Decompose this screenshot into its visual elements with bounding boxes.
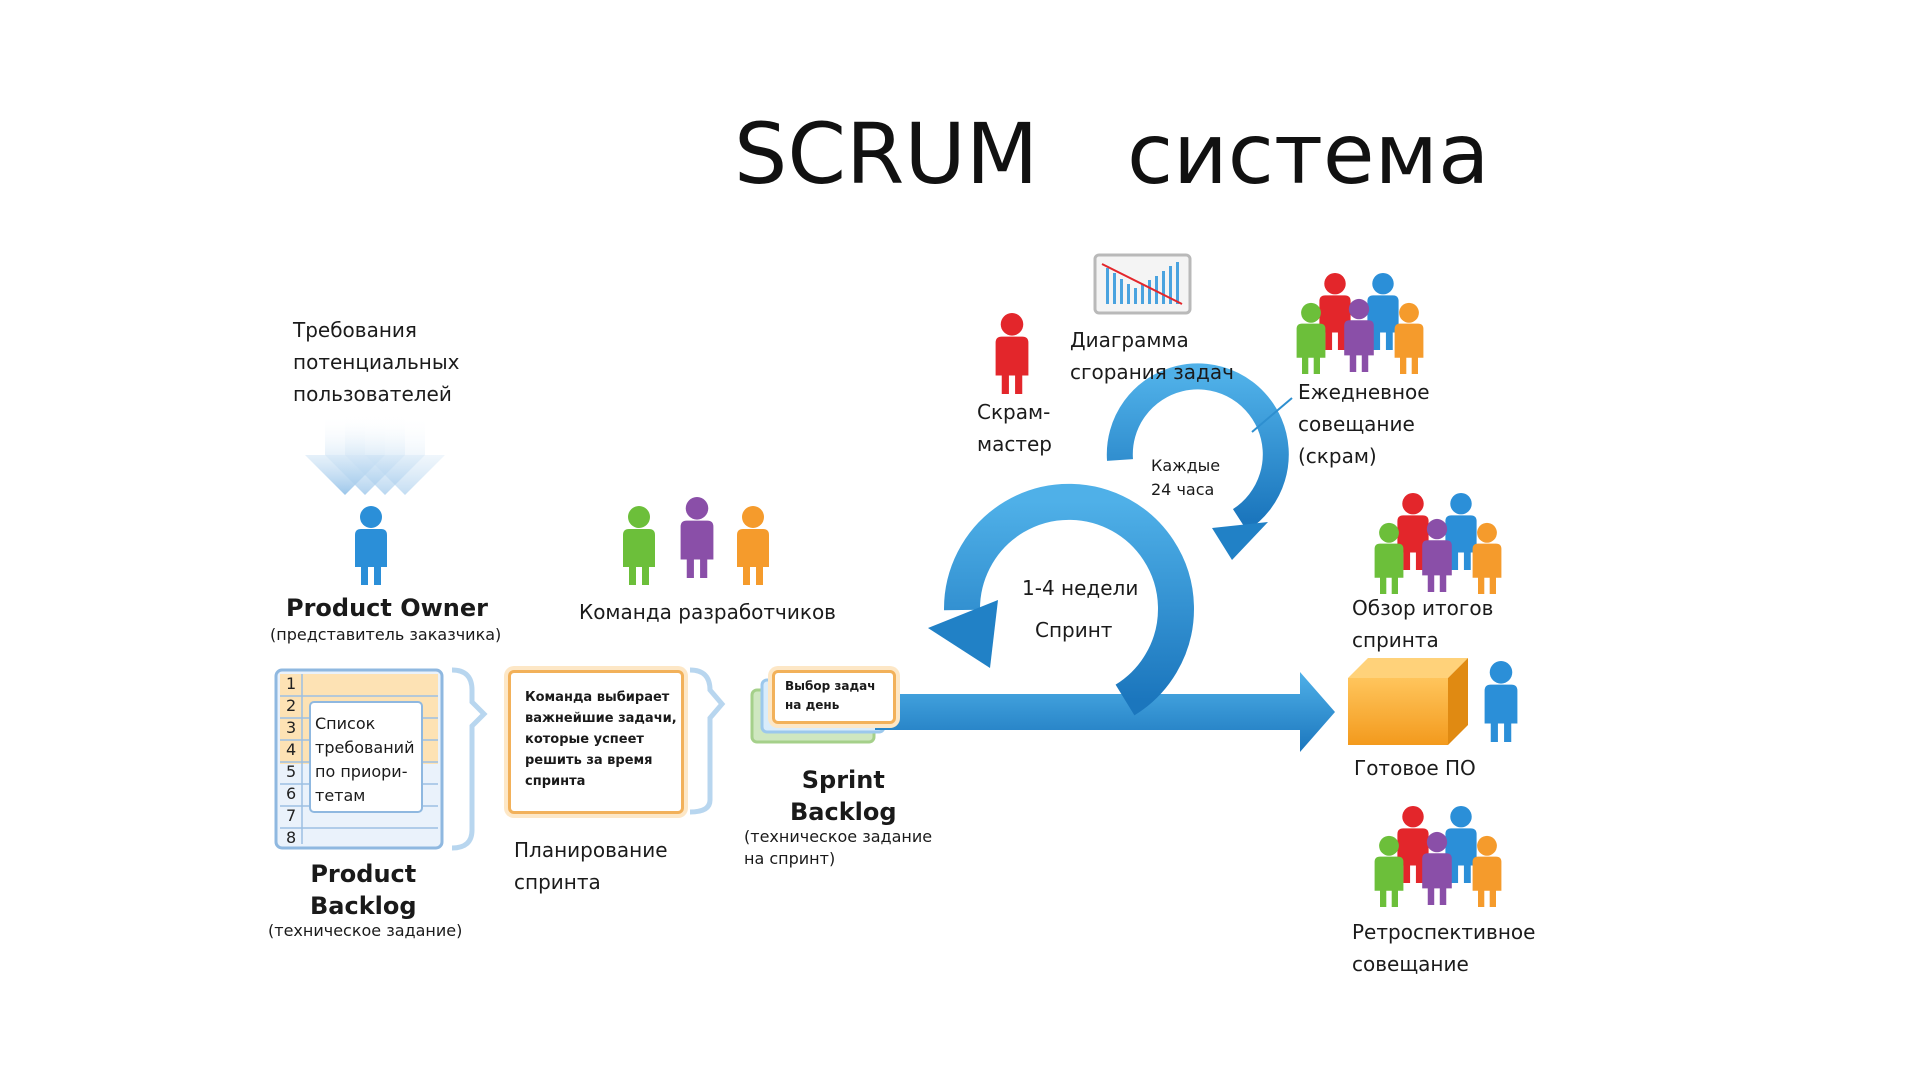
- requirements-arrows-icon: [305, 415, 445, 495]
- backlog-row-8: 8: [286, 828, 297, 847]
- sprint-review-label: Обзор итогов спринта: [1352, 596, 1494, 652]
- planning-bracket: [689, 667, 726, 815]
- title-scrum: SCRUM: [734, 105, 1039, 203]
- product-backlog-name: Product Backlog: [310, 860, 417, 920]
- product-backlog-subtitle: (техническое задание): [268, 921, 463, 940]
- retrospective-label: Ретроспективное совещание: [1352, 920, 1536, 976]
- backlog-row-3: 3: [286, 718, 297, 737]
- sprint-review-icon: [1374, 492, 1502, 594]
- product-owner-subtitle: (представитель заказчика): [270, 625, 502, 644]
- daily-cycle-label: Каждые 24 часа: [1151, 456, 1221, 499]
- retrospective-icon: [1374, 805, 1502, 907]
- burndown-chart-icon: [1093, 253, 1192, 315]
- backlog-row-5: 5: [286, 762, 297, 781]
- requirements-label: Требования потенциальных пользователей: [293, 318, 460, 406]
- sprint-planning-card: Команда выбирает важнейшие задачи, котор…: [508, 670, 684, 814]
- dev-team-label: Команда разработчиков: [579, 600, 836, 624]
- backlog-bracket: [451, 667, 488, 851]
- sprint-backlog-card: Выбор задач на день: [772, 670, 896, 724]
- burndown-label: Диаграмма сгорания задач: [1070, 328, 1234, 384]
- scrum-master-label: Скрам- мастер: [977, 400, 1052, 456]
- sprint-planning-label: Планирование спринта: [514, 838, 668, 894]
- sprint-cycle-arrow: [943, 483, 1194, 716]
- backlog-row-1: 1: [286, 674, 297, 693]
- backlog-row-2: 2: [286, 696, 297, 715]
- product-box-icon: [1348, 658, 1468, 745]
- daily-connector-line: [1251, 397, 1293, 433]
- title-system: система: [1127, 105, 1490, 203]
- dev-team-icon: [623, 497, 769, 585]
- daily-cycle-arrow: [1106, 363, 1289, 531]
- daily-meeting-label: Ежедневное совещание (скрам): [1298, 380, 1430, 468]
- backlog-row-7: 7: [286, 806, 297, 825]
- product-user-icon: [1484, 661, 1518, 742]
- sprint-backlog-card-text: Выбор задач на день: [785, 679, 876, 712]
- daily-meeting-icon: [1296, 272, 1424, 374]
- product-owner-icon: [355, 506, 387, 585]
- daily-cycle-arrowhead: [1212, 522, 1268, 560]
- sprint-planning-card-text: Команда выбирает важнейшие задачи, котор…: [525, 690, 677, 789]
- sprint-cycle-arrowhead: [928, 600, 998, 668]
- sprint-backlog-subtitle: (техническое задание на спринт): [744, 827, 933, 868]
- sprint-backlog-name: Sprint Backlog: [790, 766, 897, 826]
- backlog-row-6: 6: [286, 784, 297, 803]
- sprint-duration-label: 1-4 недели: [1022, 576, 1139, 600]
- scrum-master-icon: [995, 313, 1029, 394]
- main-flow-arrow: [875, 672, 1335, 752]
- product-backlog-list: [274, 668, 444, 850]
- product-owner-name: Product Owner: [286, 594, 489, 622]
- product-label: Готовое ПО: [1354, 756, 1476, 780]
- sprint-label: Спринт: [1035, 618, 1113, 642]
- backlog-row-4: 4: [286, 740, 297, 759]
- product-backlog-card-text: Список требований по приори- тетам: [315, 714, 415, 805]
